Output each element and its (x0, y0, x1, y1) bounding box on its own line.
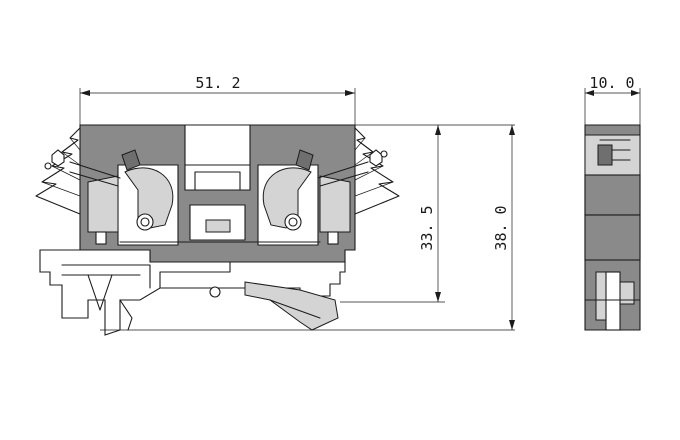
din-rail-foot (39, 249, 346, 336)
width-label: 51. 2 (195, 74, 240, 92)
left-hex-nut (51, 149, 65, 167)
lever-pin (209, 286, 221, 298)
side-width-dimension: 10. 0 (585, 74, 640, 96)
left-wire-entry (87, 175, 119, 233)
width-dimension: 51. 2 (80, 74, 355, 96)
spring-latch (87, 274, 113, 311)
top-slot (184, 124, 251, 191)
right-hex-nut (369, 149, 383, 167)
left-fins (35, 127, 81, 215)
side-view (584, 88, 641, 331)
total-height-dimension: 38. 0 (492, 125, 515, 330)
left-clamp-screw (136, 213, 154, 231)
inner-height-label: 33. 5 (418, 205, 436, 250)
side-width-label: 10. 0 (589, 74, 634, 92)
front-view (35, 88, 515, 336)
total-height-label: 38. 0 (492, 205, 510, 250)
right-fins (354, 127, 400, 215)
inner-height-dimension: 33. 5 (418, 125, 441, 302)
right-clamp-screw (284, 213, 302, 231)
